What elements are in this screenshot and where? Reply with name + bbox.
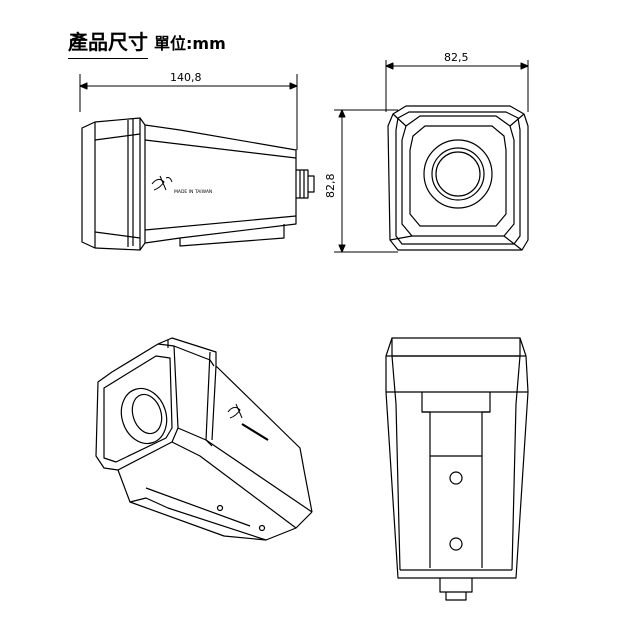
side-view: 140,8 MADE IN TAIWAN (79, 71, 315, 251)
camera-housing-isometric (95, 337, 313, 541)
made-in-taiwan-marking: MADE IN TAIWAN (174, 189, 212, 195)
unit-label: 單位:mm (154, 34, 226, 53)
camera-housing-front (387, 105, 529, 251)
side-length-dimension: 140,8 (79, 71, 298, 150)
product-dimensions-title: 產品尺寸 (68, 26, 148, 59)
side-length-value: 140,8 (170, 71, 202, 84)
page-title: 產品尺寸單位:mm (68, 26, 226, 59)
bottom-view (385, 337, 529, 601)
front-height-dimension: 82,8 (324, 109, 398, 253)
camera-housing-side: MADE IN TAIWAN (81, 117, 315, 251)
isometric-view (95, 337, 313, 541)
camera-housing-bottom (385, 337, 529, 601)
front-view: 82,5 82,8 (324, 51, 529, 253)
front-width-value: 82,5 (444, 51, 469, 64)
front-height-value: 82,8 (324, 174, 337, 199)
front-width-dimension: 82,5 (385, 51, 529, 112)
